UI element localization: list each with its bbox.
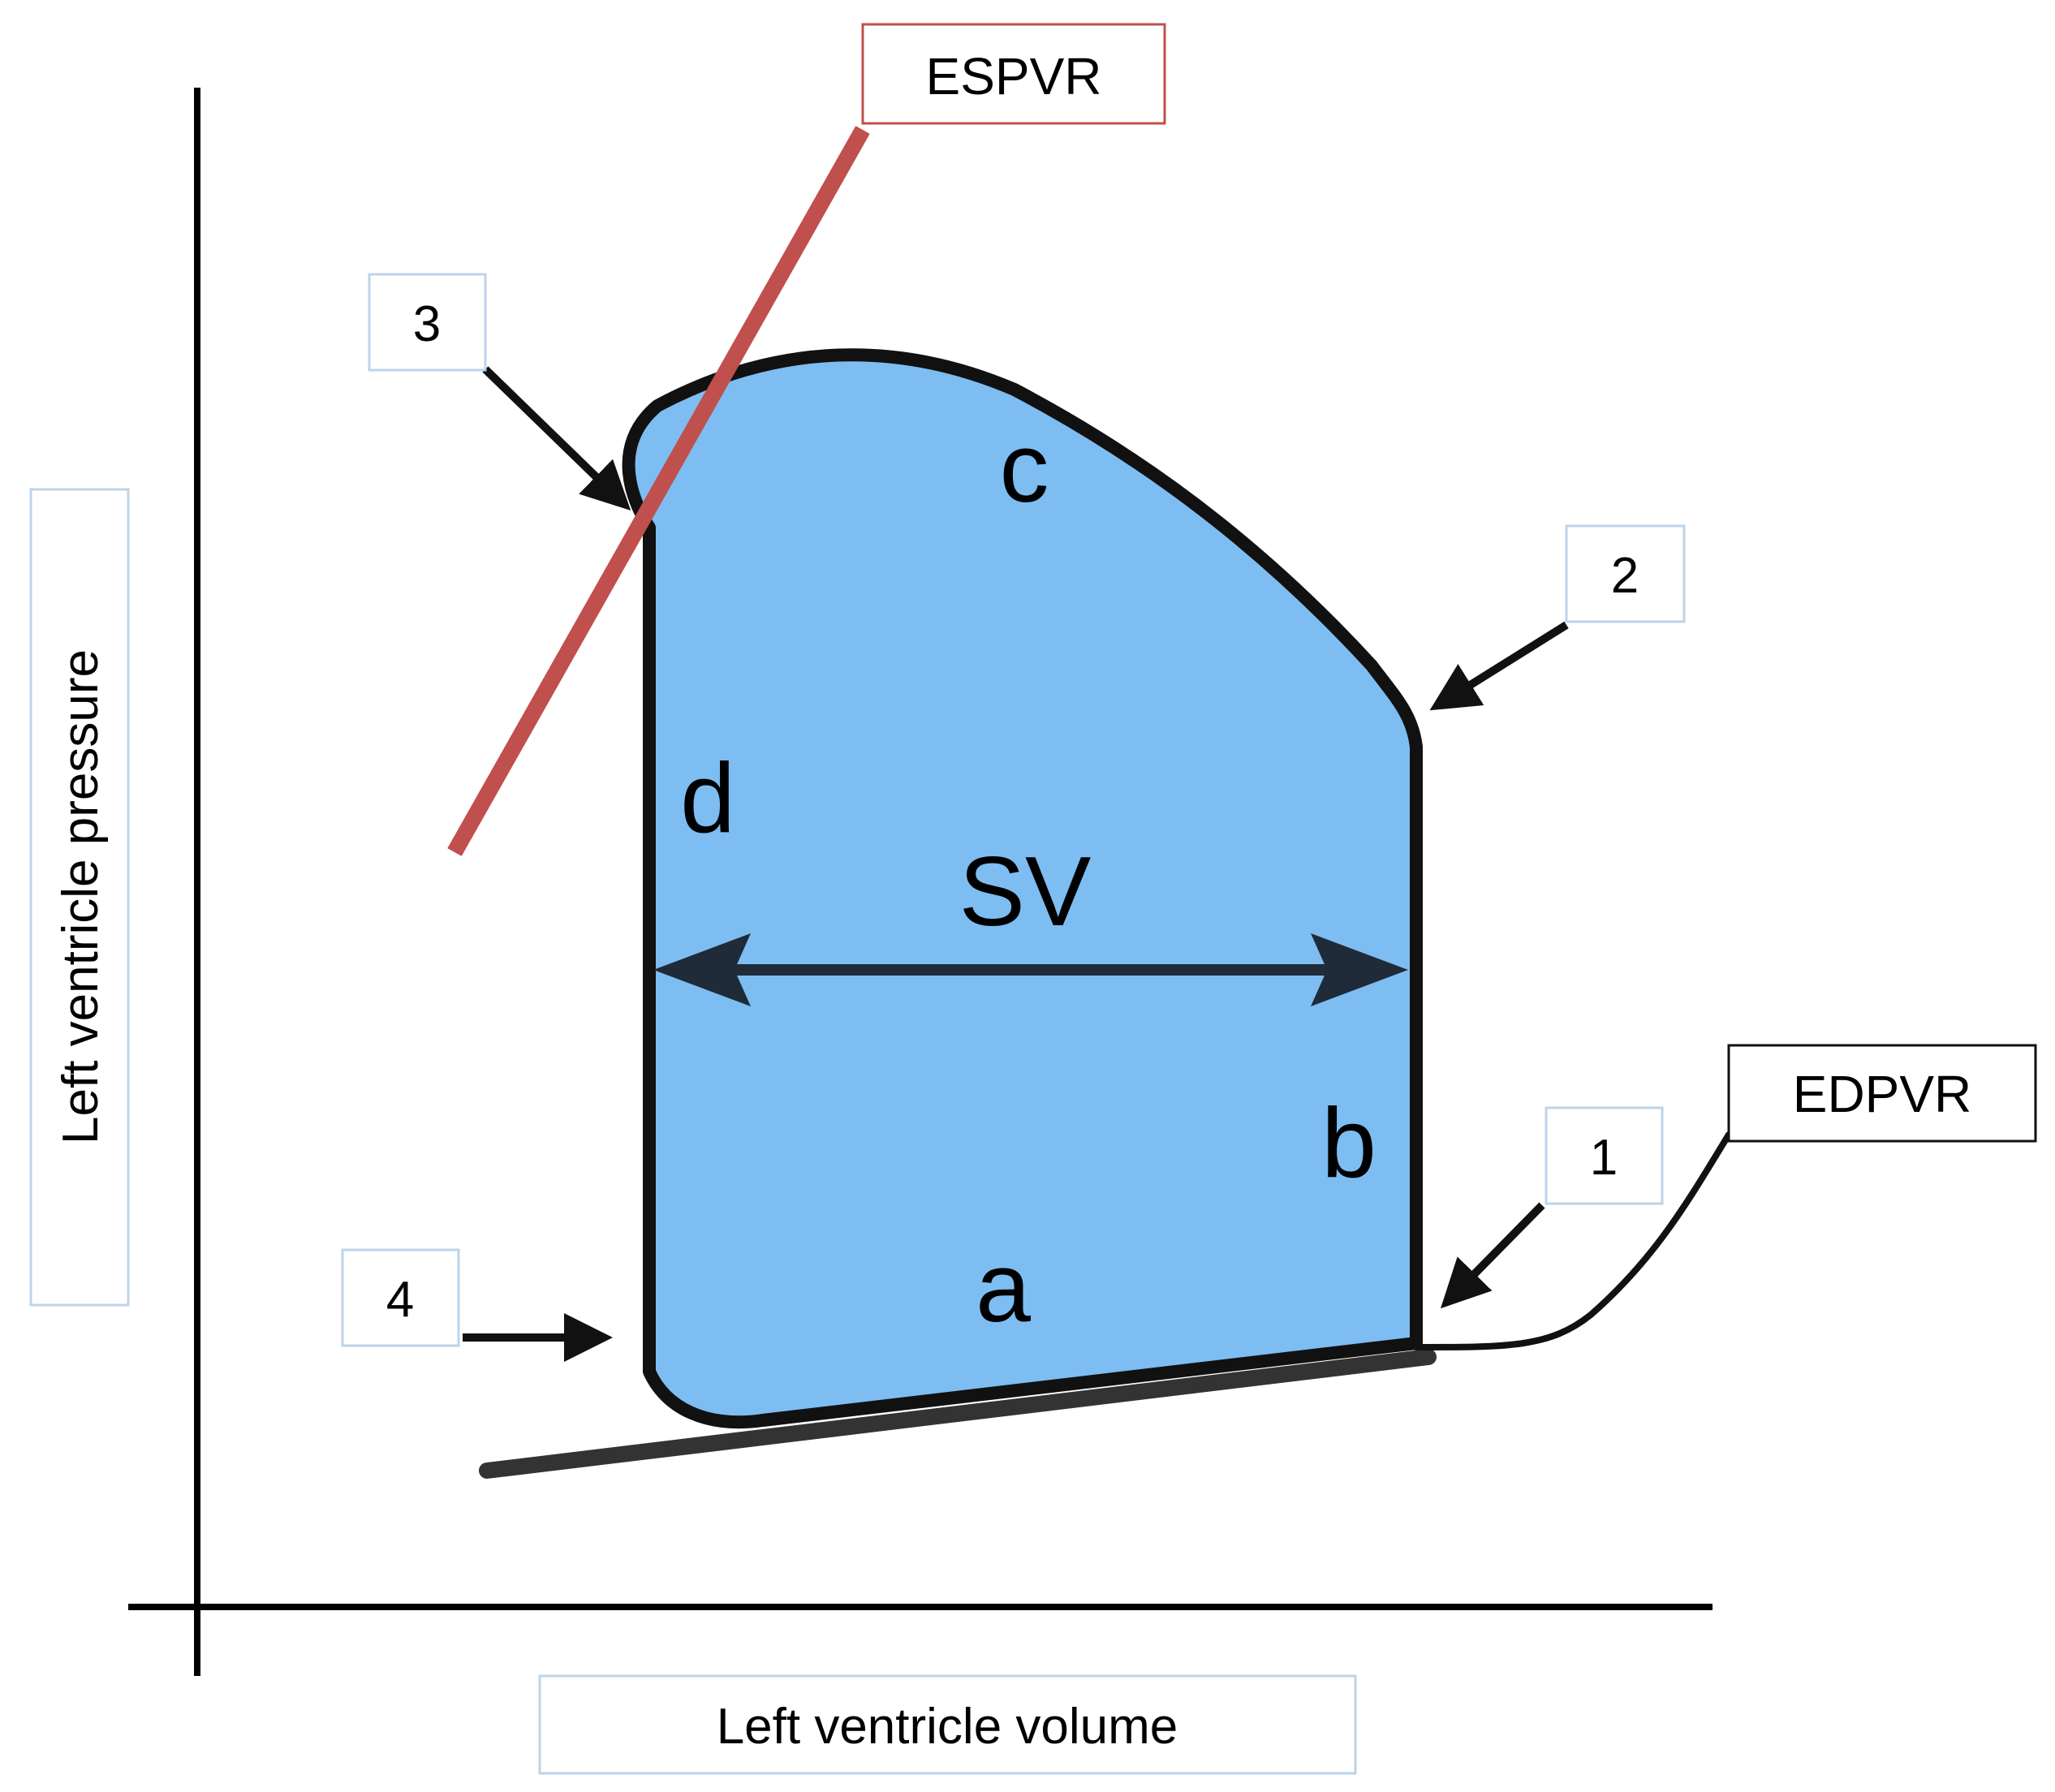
segment-label-d: d	[680, 743, 735, 853]
pv-loop	[622, 348, 1423, 1429]
marker-box-1: 1	[1544, 1106, 1664, 1205]
marker-1-arrow	[1440, 1202, 1545, 1309]
marker-box-4: 4	[341, 1248, 460, 1347]
espvr-label: ESPVR	[926, 47, 1102, 106]
y-axis-label: Left ventricle pressure	[53, 649, 109, 1144]
stroke-volume-arrowhead-left	[653, 933, 751, 1006]
x-axis-label: Left ventricle volume	[717, 1699, 1178, 1755]
stroke-volume-label: SV	[959, 836, 1092, 946]
x-axis-label-box: Left ventricle volume	[538, 1674, 1357, 1775]
marker-2-label: 2	[1611, 548, 1639, 604]
espvr-line	[447, 126, 870, 856]
edpvr-label-box: EDPVR	[1727, 1044, 2037, 1143]
segment-label-a: a	[976, 1232, 1031, 1342]
marker-box-3: 3	[368, 273, 487, 372]
segment-label-c: c	[1000, 412, 1049, 523]
segment-label-b: b	[1321, 1088, 1376, 1198]
marker-3-label: 3	[413, 296, 441, 352]
edpvr-baseline	[479, 1349, 1437, 1479]
y-axis-label-box: Left ventricle pressure	[29, 488, 130, 1307]
espvr-label-box: ESPVR	[861, 23, 1166, 125]
marker-1-label: 1	[1590, 1130, 1618, 1186]
edpvr-curve	[1413, 1131, 1732, 1350]
stroke-volume-arrowhead-right	[1311, 933, 1408, 1006]
marker-2-arrow	[1429, 621, 1569, 711]
marker-box-2: 2	[1565, 524, 1686, 623]
marker-4-label: 4	[386, 1272, 414, 1328]
edpvr-label: EDPVR	[1793, 1065, 1972, 1123]
marker-3-arrow	[482, 366, 631, 510]
